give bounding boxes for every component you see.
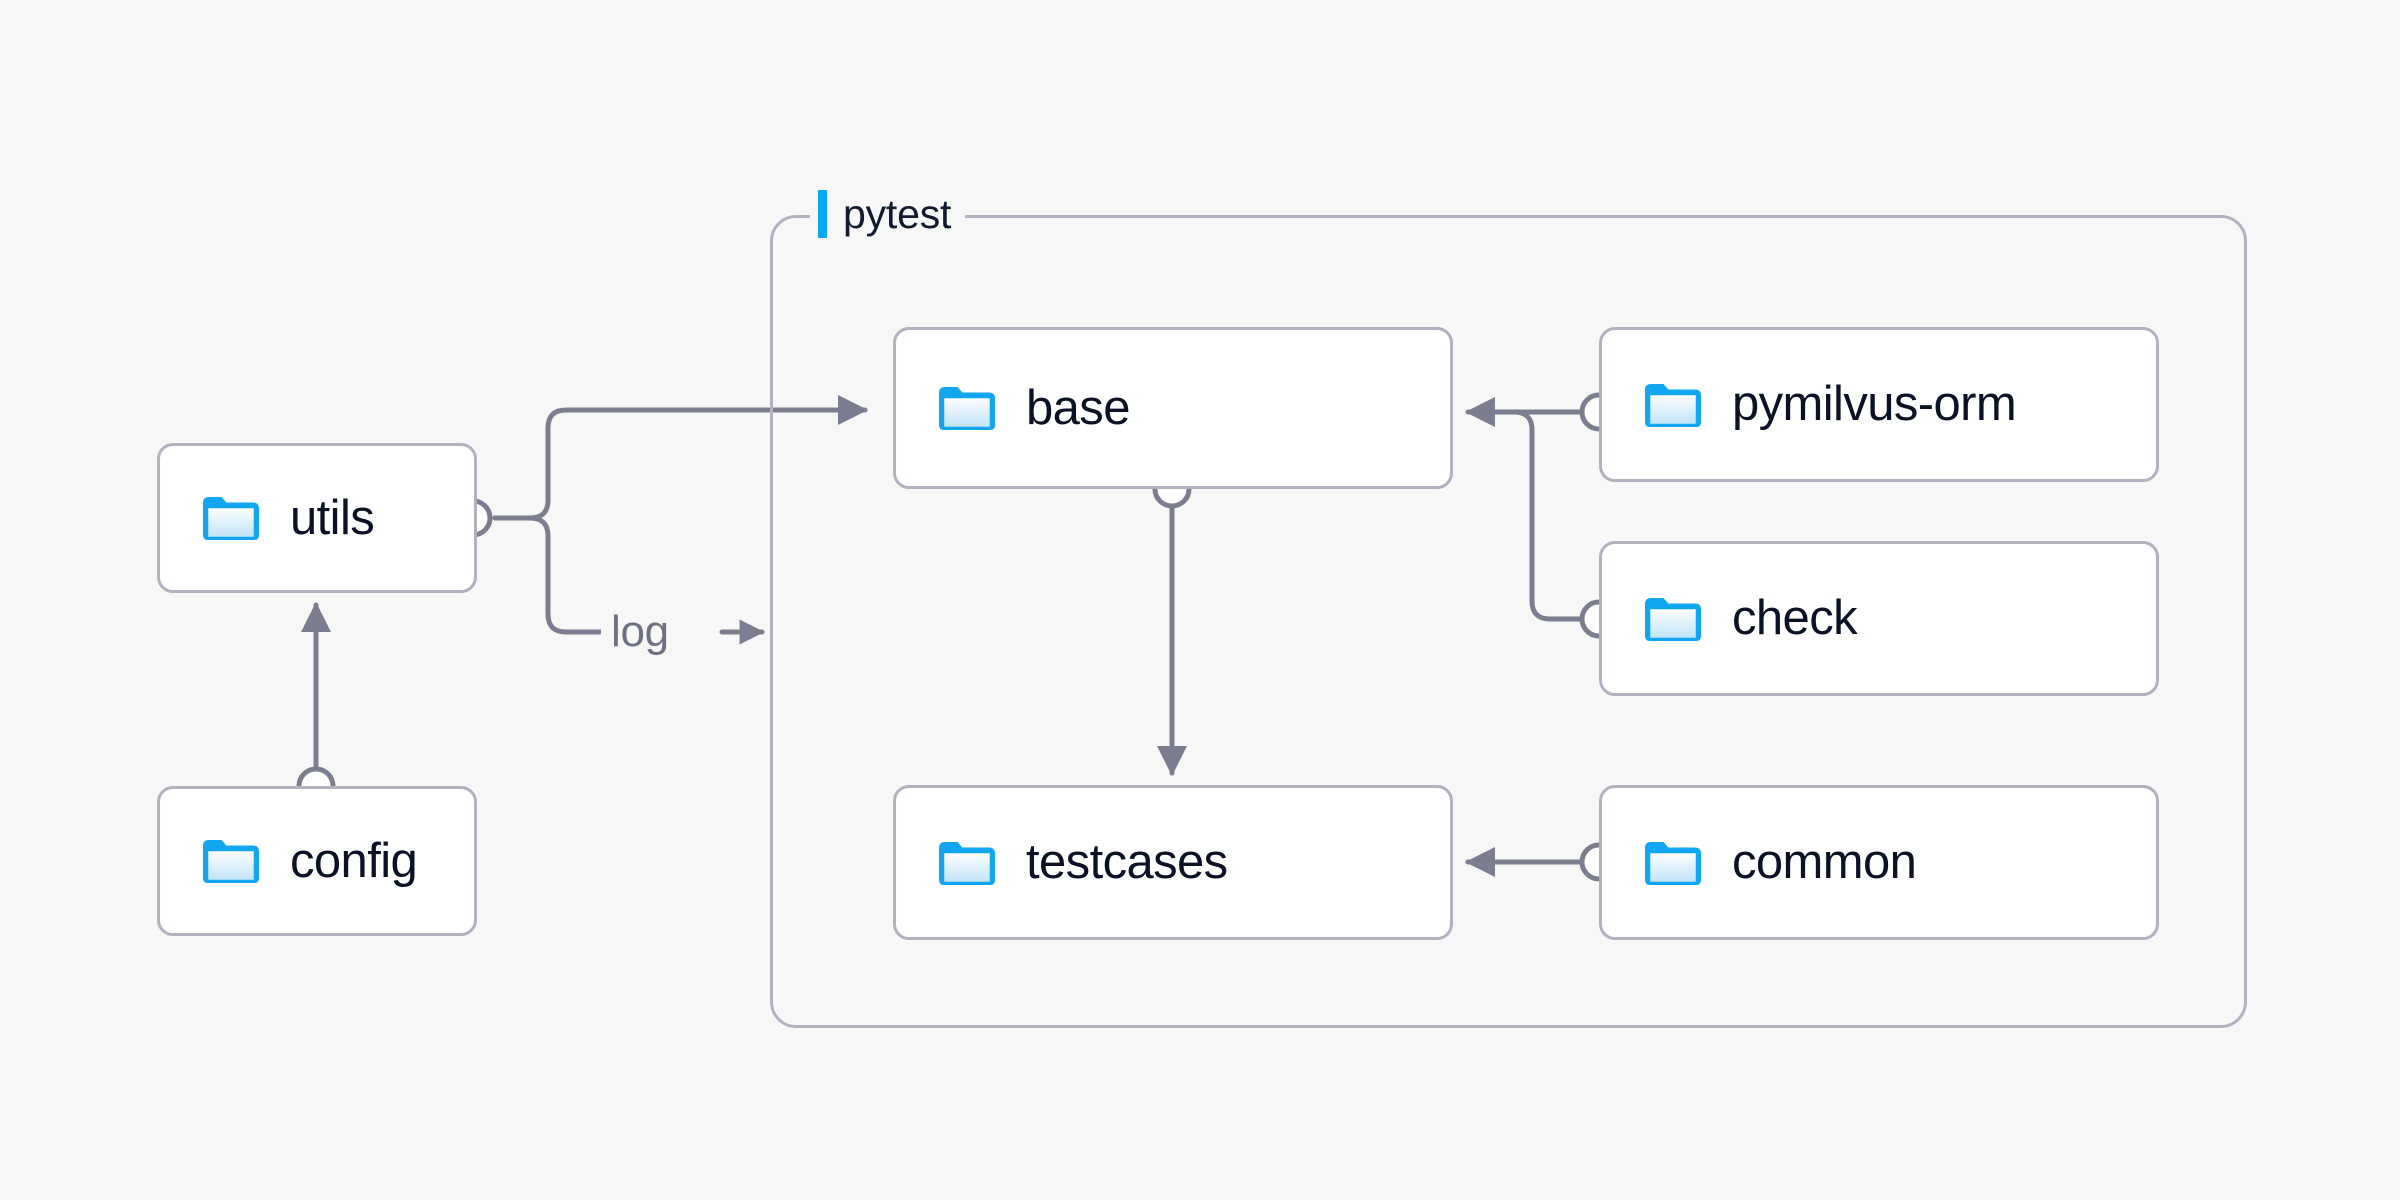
group-accent-bar-icon [818, 190, 827, 238]
node-utils-label: utils [290, 490, 375, 545]
edge-utils-to-pytest-log [492, 515, 603, 635]
folder-icon [939, 841, 995, 885]
node-base[interactable]: base [893, 327, 1453, 489]
node-testcases-label: testcases [1026, 835, 1228, 889]
edge-label-log: log [601, 608, 679, 656]
node-config[interactable]: config [157, 786, 477, 936]
node-common[interactable]: common [1599, 785, 2159, 940]
node-pymilvus-orm[interactable]: pymilvus-orm [1599, 327, 2159, 482]
group-pytest[interactable] [770, 215, 2247, 1028]
node-check[interactable]: check [1599, 541, 2159, 696]
group-pytest-label: pytest [810, 186, 966, 242]
node-common-label: common [1732, 835, 1917, 889]
node-testcases[interactable]: testcases [893, 785, 1453, 940]
folder-icon [203, 497, 259, 540]
node-pymilvus-orm-label: pymilvus-orm [1732, 377, 2017, 431]
folder-icon [939, 387, 995, 430]
folder-icon [1645, 383, 1701, 427]
folder-icon [1645, 597, 1701, 641]
node-utils[interactable]: utils [157, 443, 477, 593]
group-pytest-title: pytest [843, 190, 952, 237]
node-config-label: config [290, 833, 418, 888]
folder-icon [203, 840, 259, 883]
folder-icon [1645, 841, 1701, 885]
node-check-label: check [1732, 591, 1858, 645]
node-base-label: base [1026, 380, 1130, 435]
